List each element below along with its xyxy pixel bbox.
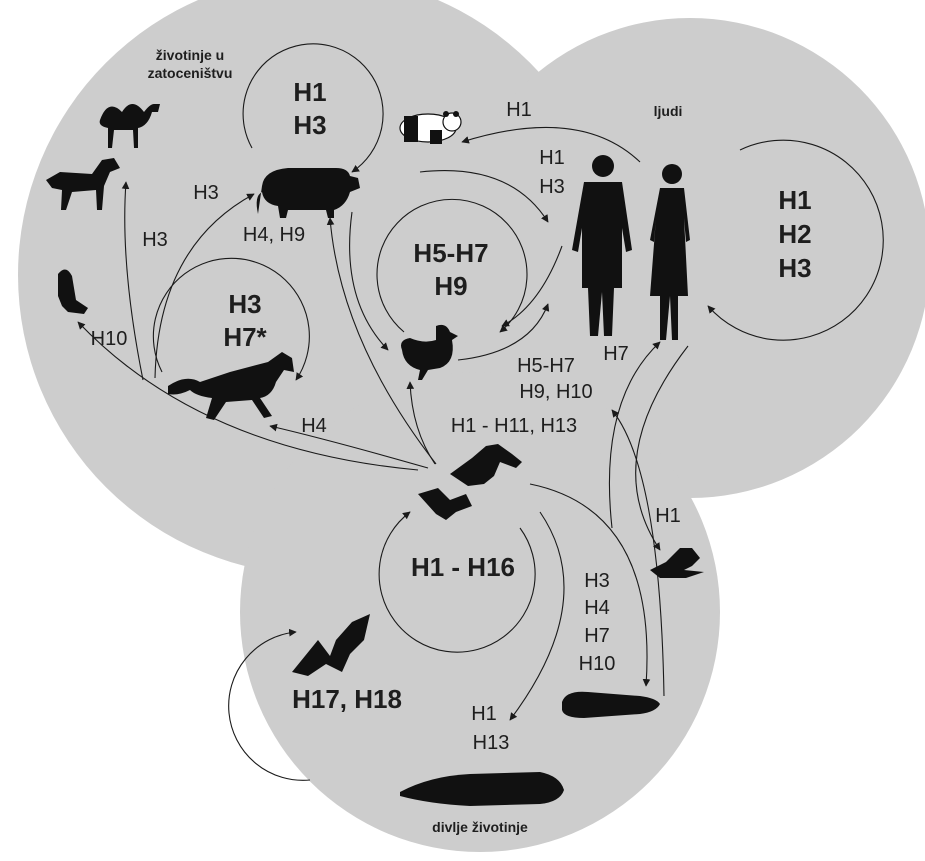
- pig-out-label: H4, H9: [243, 224, 305, 246]
- humans-header: ljudi: [654, 103, 683, 119]
- chicken-cycle-label-2: H9: [434, 271, 467, 301]
- horse-cycle-label-1: H3: [228, 289, 261, 319]
- humans-to-chicken-label-2: H3: [539, 176, 565, 198]
- chicken-out-label-1: H5-H7: [517, 355, 575, 377]
- pig-cycle-label-2: H3: [293, 110, 326, 140]
- to-dog-label: H3: [142, 229, 168, 251]
- to-ferret-label: H10: [91, 328, 128, 350]
- bats-cycle-label: H17, H18: [292, 684, 402, 714]
- to-whale-label-2: H13: [473, 732, 510, 754]
- to-seal-label-3: H7: [584, 625, 610, 647]
- to-pig-label: H3: [193, 182, 219, 204]
- chicken-cycle-label-1: H5-H7: [413, 238, 488, 268]
- human-cycle-label-3: H3: [778, 253, 811, 283]
- to-whale-label-1: H1: [471, 703, 497, 725]
- human-cycle-label-1: H1: [778, 185, 811, 215]
- captive-header-line2: zatoceništvu: [148, 65, 233, 81]
- horse-cycle-label-2: H7*: [223, 322, 267, 352]
- to-seal-label-1: H3: [584, 570, 610, 592]
- captive-header-line1: životinje u: [156, 47, 224, 63]
- humans-to-chicken-label-1: H1: [539, 147, 565, 169]
- to-seal-label-4: H10: [579, 653, 616, 675]
- to-sealion-label: H1: [655, 505, 681, 527]
- wild-header: divlje životinje: [432, 819, 528, 835]
- human-cycle-label-2: H2: [778, 219, 811, 249]
- birds-to-chicken-label: H1 - H11, H13: [451, 415, 577, 437]
- to-horse-label: H4: [301, 415, 327, 437]
- humans-to-sealion-label: H7: [603, 343, 629, 365]
- birds-cycle-label: H1 - H16: [411, 552, 515, 582]
- pig-cycle-label-1: H1: [293, 77, 326, 107]
- chicken-out-label-2: H9, H10: [519, 381, 592, 403]
- humans-to-panda-label: H1: [506, 99, 532, 121]
- to-seal-label-2: H4: [584, 597, 610, 619]
